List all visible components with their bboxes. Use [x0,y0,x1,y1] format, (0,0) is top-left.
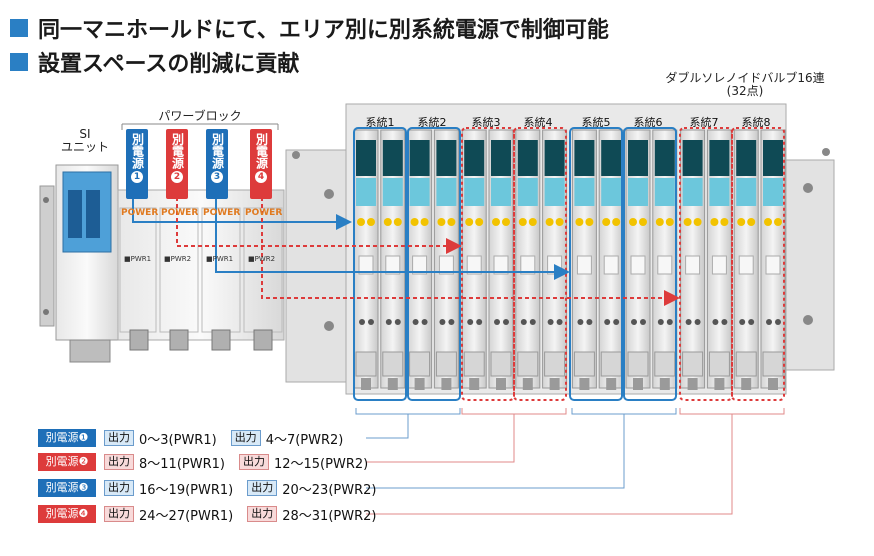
output-range-pwr1: 24〜27(PWR1) [139,508,234,524]
legend-tag-1: 別電源❶ [38,429,96,447]
legend-row-3: 別電源❸ 出力 16〜19(PWR1) 出力 20〜23(PWR2) [38,479,390,498]
valve [598,129,624,390]
valve [433,129,459,390]
power-tag-4: 別電源 4 [250,129,272,199]
system-box-8 [731,127,785,401]
system-label-7: 系統7 [689,116,719,129]
power-tag-4-num: 4 [255,171,267,183]
output-box: 出力 [247,506,278,522]
system-boxes [353,127,785,401]
power-tag-4-text: 別電源 [254,133,269,169]
valve [488,129,514,390]
headline-2-text: 設置スペースの削減に貢献 [38,52,300,77]
pwr1-label-a: ■PWR1 [124,255,152,263]
system-box-2 [407,127,461,401]
system-label-3: 系統3 [471,116,501,129]
system-label-2: 系統2 [417,116,447,129]
power-tag-2-text: 別電源 [170,133,185,169]
power-tag-2-num: 2 [171,171,183,183]
pwr2-label-a: ■PWR2 [164,255,192,263]
system-label-8: 系統8 [741,116,771,129]
power-tag-3: 別電源 3 [206,129,228,199]
valve [733,129,759,390]
power-tag-3-text: 別電源 [210,133,225,169]
power-tag-1-num: 1 [131,171,143,183]
output-box: 出力 [104,454,134,470]
pwr1-label-b: ■PWR1 [206,255,234,263]
output-box: 出力 [238,454,269,470]
power-module-2-label: POWER [161,208,199,218]
valves [353,129,786,390]
system-label-1: 系統1 [365,116,395,129]
output-range-pwr2: 4〜7(PWR2) [265,432,344,448]
power-module-4-label: POWER [245,208,283,218]
bullet-square-icon [10,19,28,37]
legend-tag-3: 別電源❸ [38,479,96,497]
power-block-label: パワーブロック [150,110,250,123]
valve [461,129,487,390]
headline-1-text: 同一マニホールドにて、エリア別に別系統電源で制御可能 [38,18,609,43]
system-label-4: 系統4 [523,116,553,129]
system-box-1 [353,127,407,401]
headline-2: 設置スペースの削減に貢献 [10,46,299,78]
valve-note-line2: (32点) [726,84,764,98]
valve [407,129,433,390]
valve [380,129,406,390]
si-label-line2: ユニット [60,140,109,154]
system-box-6 [623,127,677,401]
output-box: 出力 [104,430,134,446]
legend-tag-2: 別電源❷ [38,453,96,471]
legend-tag-4: 別電源❹ [38,505,96,523]
valve [680,129,706,390]
power-block-bracket [121,123,279,130]
system-label-5: 系統5 [581,116,611,129]
output-range-pwr1: 16〜19(PWR1) [139,482,234,498]
system-label-6: 系統6 [633,116,663,129]
output-range-pwr2: 20〜23(PWR2) [282,482,377,498]
valve [353,129,379,390]
valve [706,129,732,390]
legend-connectors [355,408,785,515]
output-box: 出力 [104,506,134,522]
valve-note-line1: ダブルソレノイドバルブ16連 [665,71,825,85]
system-box-5 [569,127,623,401]
power-module-1-label: POWER [121,208,159,218]
valve [760,129,786,390]
valve [571,129,597,390]
power-tag-1-text: 別電源 [130,133,145,169]
si-unit [39,164,119,363]
power-arrows [132,190,680,306]
power-tag-3-num: 3 [211,171,223,183]
output-box: 出力 [104,480,134,496]
legend-row-2: 別電源❷ 出力 8〜11(PWR1) 出力 12〜15(PWR2) [38,453,382,472]
power-module-3-label: POWER [203,208,241,218]
output-range-pwr2: 28〜31(PWR2) [282,508,377,524]
output-range-pwr2: 12〜15(PWR2) [273,456,369,472]
legend-row-1: 別電源❶ 出力 0〜3(PWR1) 出力 4〜7(PWR2) [38,429,357,448]
valve [652,129,678,390]
pwr2-label-b: ■PWR2 [248,255,276,263]
output-box: 出力 [247,480,278,496]
output-range-pwr1: 8〜11(PWR1) [139,456,225,472]
output-range-pwr1: 0〜3(PWR1) [139,432,217,448]
bullet-square-icon [10,53,28,71]
valve [515,129,541,390]
system-box-3 [461,127,515,401]
legend-row-4: 別電源❹ 出力 24〜27(PWR1) 出力 28〜31(PWR2) [38,505,390,524]
power-modules [117,189,285,351]
power-tag-2: 別電源 2 [166,129,188,199]
power-tag-1: 別電源 1 [126,129,148,199]
system-box-7 [679,127,733,401]
valve [625,129,651,390]
valve [542,129,568,390]
si-unit-label: SI ユニット [60,128,110,154]
valve-note: ダブルソレノイドバルブ16連 (32点) [660,72,830,98]
si-label-line1: SI [79,127,91,141]
headline-1: 同一マニホールドにて、エリア別に別系統電源で制御可能 [10,12,609,44]
output-box: 出力 [230,430,261,446]
